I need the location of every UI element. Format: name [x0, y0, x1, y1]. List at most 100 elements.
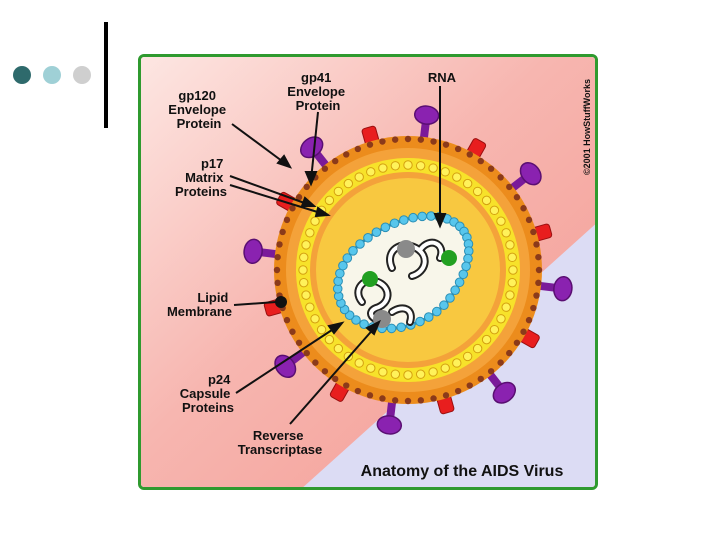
gp120-knob: [553, 275, 573, 302]
capsid-dot: [333, 276, 343, 286]
reverse-transcriptase-1: [397, 240, 415, 258]
lipid-dot: [520, 205, 527, 212]
lipid-dot: [454, 387, 462, 395]
capsid-dot: [363, 232, 373, 243]
gp120-knob: [376, 415, 403, 435]
matrix-dot: [452, 172, 462, 182]
matrix-dot: [390, 369, 401, 379]
matrix-dot: [415, 161, 426, 171]
slide-bullet-3: [73, 66, 91, 84]
arrow-p17-1: [229, 175, 311, 206]
matrix-dot: [505, 240, 515, 250]
virus-diagram: gp120 Envelope Protein gp41 Envelope Pro…: [141, 57, 595, 487]
label-reverse-transcriptase: Reverse Transcriptase: [238, 428, 323, 457]
capsid-dot: [396, 322, 407, 333]
lipid-dot: [533, 292, 540, 299]
capsid-dot: [359, 319, 369, 329]
matrix-dot: [366, 167, 376, 177]
lipid-dot: [404, 135, 412, 143]
matrix-dot: [481, 334, 492, 345]
matrix-dot: [501, 228, 511, 238]
gp120-knob: [492, 381, 517, 404]
lipid-dot: [312, 359, 319, 366]
matrix-dot: [462, 351, 473, 362]
matrix-dot: [301, 240, 311, 250]
lipid-dot: [530, 228, 537, 236]
capsid-dot: [431, 306, 442, 317]
lipid-dot: [354, 387, 362, 395]
gp120-knob: [274, 354, 297, 379]
lipid-dot: [379, 395, 386, 402]
arrow-reverse-transcriptase: [289, 325, 377, 425]
copyright-text: ©2001 HowStuffWorks: [582, 79, 592, 175]
arrow-p24: [235, 325, 339, 394]
capsid-dot: [371, 227, 382, 237]
lipid-dot: [466, 151, 473, 158]
matrix-dot: [390, 161, 401, 171]
capsid-dot: [399, 215, 409, 225]
arrow-gp120: [231, 123, 287, 165]
lipid-dot: [289, 205, 296, 212]
matrix-dot: [299, 277, 309, 288]
lipid-dot: [303, 183, 310, 191]
slide-bullet-1: [13, 66, 31, 84]
lipid-dot: [520, 328, 527, 335]
lipid-dot: [506, 183, 513, 191]
p24-capsule-dots: [332, 211, 474, 334]
capsid-dot: [439, 300, 449, 311]
label-gp120: gp120 Envelope Protein: [168, 88, 229, 131]
matrix-dot: [440, 363, 450, 373]
matrix-dot: [333, 343, 344, 354]
lipid-dot: [295, 194, 303, 201]
spike: [376, 398, 403, 435]
lipid-dot: [283, 216, 291, 224]
lipid-dot: [535, 266, 543, 274]
spike: [413, 105, 440, 142]
lipid-dot: [391, 136, 399, 143]
capsid-dot: [454, 277, 465, 288]
capsid-dot: [380, 222, 391, 233]
matrix-dot: [507, 252, 517, 263]
capsid-dot: [463, 253, 473, 264]
capsid-dot: [417, 211, 428, 222]
label-p17: p17 Matrix Proteins: [175, 156, 227, 199]
spike: [536, 275, 573, 302]
capsid-dot: [355, 239, 365, 249]
lipid-dot: [404, 397, 412, 405]
diagram-title: Anatomy of the AIDS Virus: [361, 463, 564, 480]
lipid-dot: [289, 328, 296, 335]
lipid-dot: [283, 316, 291, 324]
lipid-dot: [525, 216, 533, 224]
slide-bullet-2: [43, 66, 61, 84]
gp120-knob: [299, 136, 324, 159]
matrix-dot: [316, 324, 327, 335]
lipid-dot: [535, 253, 542, 261]
capsid-dot: [386, 323, 397, 334]
lipid-dot: [332, 375, 339, 383]
label-arrows: [229, 86, 447, 425]
lipid-dot: [530, 304, 537, 312]
lipid-dot: [513, 339, 521, 346]
lipid-dot: [295, 339, 303, 346]
matrix-dot: [505, 290, 515, 300]
spike: [243, 238, 280, 265]
lipid-dot: [442, 392, 450, 399]
lipid-dot: [477, 375, 484, 383]
matrix-dot: [310, 314, 320, 324]
lipid-dot: [343, 382, 350, 389]
matrix-dot: [428, 163, 438, 173]
matrix-dot: [343, 178, 354, 189]
capsid-dot: [408, 212, 418, 223]
matrix-dot: [366, 363, 376, 373]
matrix-dot: [481, 195, 492, 206]
arrow-lipid: [233, 301, 277, 306]
arrow-gp41: [310, 111, 319, 181]
lipid-dot: [513, 194, 521, 201]
gp120-knob: [243, 238, 263, 265]
lipid-dot: [487, 165, 495, 172]
lipid-dot: [442, 141, 450, 148]
matrix-dot: [298, 265, 308, 275]
matrix-dot: [415, 369, 426, 379]
matrix-dot: [496, 216, 506, 226]
capsid-dot: [445, 293, 455, 303]
